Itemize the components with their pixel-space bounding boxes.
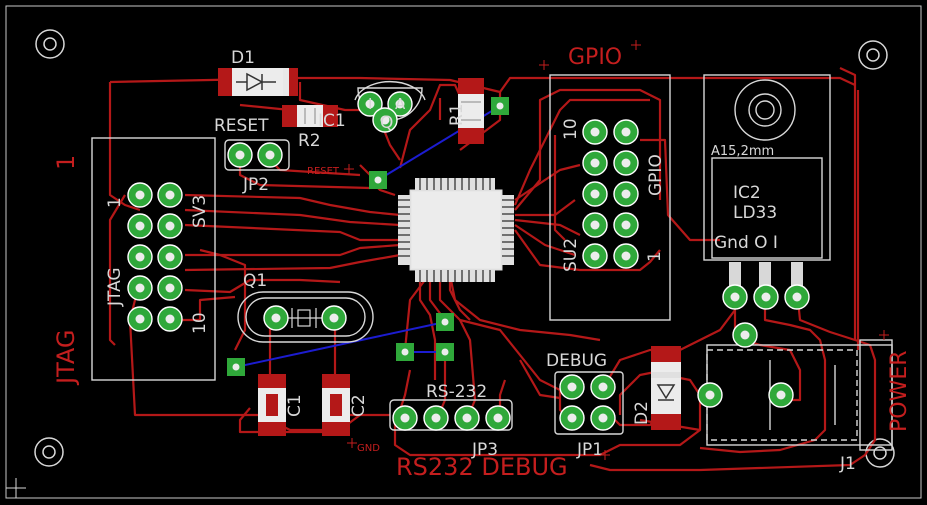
label-jp2: JP2 [242, 175, 269, 195]
label-one-big: 1 [52, 155, 80, 170]
label-su2: SU2 [561, 238, 581, 272]
pad-hole-11 [621, 127, 631, 137]
silkscreen-outlines [91, 74, 893, 451]
label-rs232: RS-232 [426, 382, 487, 402]
resistor-r2 [282, 105, 338, 127]
through-hole-pads [127, 91, 810, 431]
pad-hole-0 [135, 190, 145, 200]
resistor-r1 [458, 78, 484, 144]
pad-hole-36 [776, 390, 786, 400]
label-ic1: IC1 [318, 111, 346, 131]
pad-hole-1 [165, 190, 175, 200]
via-hole-5 [441, 348, 449, 356]
mounting-hole-icon [34, 29, 895, 468]
pad-hole-20 [235, 150, 245, 160]
pad-hole-9 [165, 314, 175, 324]
label-u1-i: I [368, 95, 372, 113]
label-jtag: JTAG [105, 267, 125, 307]
diode-d1 [218, 68, 298, 96]
label-ld33: LD33 [733, 203, 777, 223]
via-hole-2 [232, 363, 240, 371]
label-a15: A15,2mm [711, 144, 774, 159]
pad-hole-39 [395, 99, 405, 109]
capacitor-c1 [258, 374, 286, 436]
label-jtag-pin1: 1 [105, 197, 125, 208]
pad-hole-5 [165, 252, 175, 262]
label-gnd-o-i: Gnd O I [714, 233, 778, 253]
pad-hole-38 [365, 99, 375, 109]
pad-hole-2 [135, 221, 145, 231]
pad-hole-33 [761, 292, 771, 302]
label-c2: C2 [349, 394, 369, 417]
label-reset: RESET [214, 116, 269, 136]
label-jtag-big: JTAG [52, 330, 80, 386]
origin-cross-icon [6, 478, 26, 498]
label-gnd-small: GND [357, 443, 380, 454]
pad-hole-40 [380, 115, 390, 125]
pad-hole-6 [135, 283, 145, 293]
pad-hole-3 [165, 221, 175, 231]
label-gpio-title: GPIO [568, 45, 622, 70]
pad-hole-35 [705, 390, 715, 400]
via-hole-0 [374, 176, 382, 184]
label-gpio-1: 1 [645, 251, 665, 262]
plus-markers [344, 40, 889, 460]
pad-hole-23 [329, 313, 339, 323]
capacitor-c2 [322, 374, 350, 436]
pad-hole-19 [621, 251, 631, 261]
pad-hole-13 [621, 158, 631, 168]
pad-hole-7 [165, 283, 175, 293]
label-ic2: IC2 [733, 183, 761, 203]
label-power: POWER [887, 350, 912, 432]
pad-hole-29 [598, 382, 608, 392]
label-gpio-10: 10 [561, 118, 581, 140]
pad-hole-17 [621, 220, 631, 230]
label-c1: C1 [285, 394, 305, 417]
label-jp1: JP1 [576, 440, 603, 460]
pad-hole-21 [265, 150, 275, 160]
pad-hole-31 [598, 413, 608, 423]
pad-hole-27 [493, 413, 503, 423]
label-u1-q: Q [380, 113, 393, 133]
pad-hole-37 [740, 330, 750, 340]
label-d2: D2 [632, 401, 652, 425]
pad-hole-12 [590, 158, 600, 168]
pad-hole-28 [567, 382, 577, 392]
pad-hole-15 [621, 189, 631, 199]
silkscreen-labels: D1 RESET R2 IC1 R1 GPIO GPIO 10 1 SU2 A1… [52, 45, 912, 481]
label-d1: D1 [231, 48, 255, 68]
label-debug: DEBUG [546, 351, 607, 371]
via-hole-4 [401, 348, 409, 356]
label-gpio-side: GPIO [646, 154, 666, 196]
pad-hole-14 [590, 189, 600, 199]
via-hole-1 [496, 102, 504, 110]
pad-hole-16 [590, 220, 600, 230]
pad-hole-32 [730, 292, 740, 302]
pad-hole-25 [431, 413, 441, 423]
label-q1: Q1 [243, 271, 267, 291]
diode-d2 [651, 346, 681, 430]
label-r1: R1 [447, 103, 467, 126]
pad-hole-24 [400, 413, 410, 423]
pad-hole-26 [462, 413, 472, 423]
pad-hole-8 [135, 314, 145, 324]
label-jtag-pin10: 10 [190, 312, 210, 334]
pad-hole-4 [135, 252, 145, 262]
pad-hole-34 [792, 292, 802, 302]
label-jp3: JP3 [471, 440, 498, 460]
pad-hole-30 [567, 413, 577, 423]
pad-hole-22 [271, 313, 281, 323]
via-hole-3 [441, 318, 449, 326]
label-u1-a: A [395, 95, 406, 113]
board-outline [5, 5, 922, 499]
label-bottom-title: RS232 DEBUG [396, 453, 568, 481]
label-j1: J1 [839, 454, 856, 474]
label-reset-small: RESET [307, 166, 340, 177]
pad-hole-10 [590, 127, 600, 137]
microcontroller-ic [398, 178, 514, 282]
label-r2: R2 [298, 131, 321, 151]
pad-hole-18 [590, 251, 600, 261]
label-sv3: SV3 [190, 195, 210, 228]
